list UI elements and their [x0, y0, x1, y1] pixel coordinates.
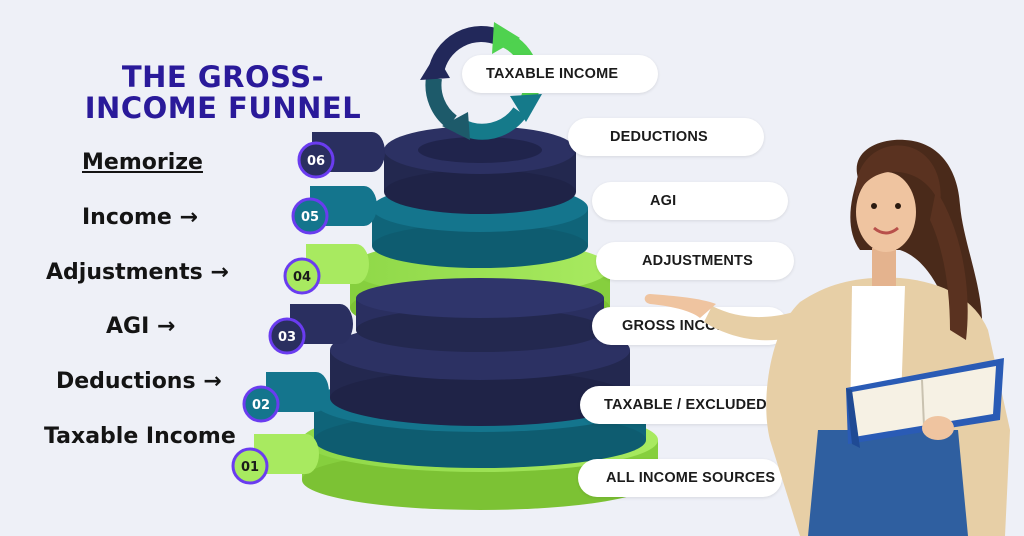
label-adjustments: ADJUSTMENTS: [596, 242, 794, 280]
step-income: Income →: [82, 205, 198, 230]
tab-number-04: 04: [293, 270, 311, 285]
funnel-layer-06: [384, 126, 576, 214]
tab-number-02: 02: [252, 398, 270, 413]
diagram-title: THE GROSS- INCOME FUNNEL: [58, 62, 388, 124]
tab-number-01: 01: [241, 460, 259, 475]
label-all-income-sources: ALL INCOME SOURCES: [578, 459, 782, 497]
step-adjustments: Adjustments →: [46, 260, 229, 285]
label-deductions: DEDUCTIONS: [568, 118, 764, 156]
tab-number-03: 03: [278, 330, 296, 345]
step-tab-04: 04: [283, 244, 369, 295]
step-tab-06: 06: [297, 132, 385, 179]
book-icon: [846, 358, 1004, 448]
step-deductions: Deductions →: [56, 369, 222, 394]
title-line-1: THE GROSS-: [121, 60, 325, 94]
step-taxable-income: Taxable Income: [44, 424, 236, 449]
label-taxable-income: TAXABLE INCOME: [462, 55, 658, 93]
funnel-layer-04b: [356, 278, 604, 352]
label-agi: AGI: [592, 182, 788, 220]
step-agi: AGI →: [106, 314, 176, 339]
step-tab-03: 03: [268, 304, 353, 355]
tab-number-06: 06: [307, 154, 325, 169]
step-tab-02: 02: [242, 372, 329, 423]
step-tab-05: 05: [291, 186, 377, 235]
tab-number-05: 05: [301, 210, 319, 225]
step-tab-01: 01: [231, 434, 319, 485]
memorize-heading: Memorize: [82, 150, 203, 175]
title-line-2: INCOME FUNNEL: [84, 91, 362, 125]
